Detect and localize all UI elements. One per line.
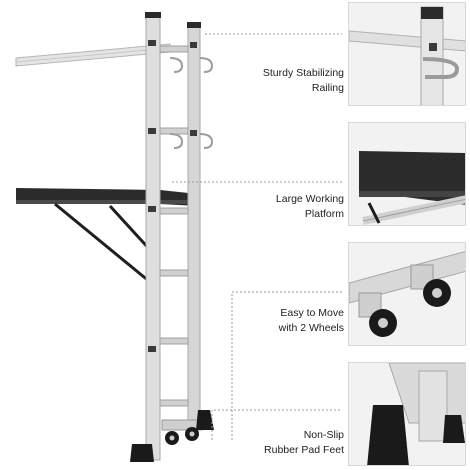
feature-wheels-line1: Easy to Move — [280, 307, 344, 319]
feature-railing-line1: Sturdy Stabilizing — [262, 67, 344, 79]
ladder-left-rail — [145, 13, 161, 461]
detail-photo-feet — [348, 362, 466, 466]
working-platform — [16, 188, 198, 284]
feature-railing-text: Sturdy Stabilizing Railing — [224, 66, 344, 96]
detail-photo-platform — [348, 122, 466, 226]
feature-feet-text: Non-Slip Rubber Pad Feet — [224, 428, 344, 458]
detail-photo-wheels — [348, 242, 466, 346]
detail-photo-railing — [348, 2, 466, 106]
feature-railing-line2: Railing — [311, 82, 344, 94]
wheel-icon — [161, 419, 203, 445]
feature-platform-line1: Large Working — [275, 193, 344, 205]
feature-platform-text: Large Working Platform — [224, 192, 344, 222]
railing-hook-icon — [169, 57, 214, 149]
feature-platform-line2: Platform — [304, 208, 344, 220]
feature-feet-line1: Non-Slip — [303, 429, 344, 441]
feature-wheels-line2: with 2 Wheels — [278, 322, 344, 334]
feature-feet-line2: Rubber Pad Feet — [264, 444, 344, 456]
ladder-right-rail — [187, 23, 201, 425]
feature-wheels-text: Easy to Move with 2 Wheels — [224, 306, 344, 336]
ladder-rungs — [159, 45, 189, 407]
rubber-foot-icon — [130, 410, 214, 462]
ladder-scaffold-illustration — [15, 12, 214, 462]
